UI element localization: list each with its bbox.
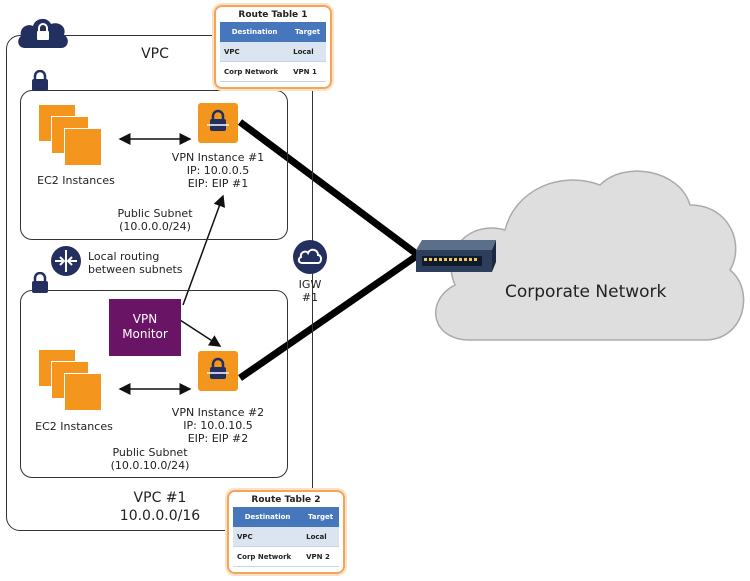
vpn-2-name: VPN Instance #2 bbox=[171, 406, 265, 419]
subnet-top-boundary bbox=[20, 90, 288, 240]
subnet-bottom-name: Public Subnet bbox=[112, 446, 188, 459]
rt1-row2-target: VPN 1 bbox=[289, 61, 326, 82]
rt2-row1-target: Local bbox=[302, 527, 339, 547]
vpn-1-eip: EIP: EIP #1 bbox=[187, 177, 249, 190]
ec2-stack-icon bbox=[38, 104, 108, 168]
vpc-cidr-line: 10.0.0.0/16 bbox=[119, 508, 201, 524]
rt2-row2-target: VPN 2 bbox=[302, 546, 339, 567]
route-table-2-title: Route Table 2 bbox=[251, 495, 321, 505]
vpc-title: VPC bbox=[141, 46, 169, 62]
routing-line2: between subnets bbox=[88, 263, 183, 276]
subnet-top-name: Public Subnet bbox=[117, 207, 193, 220]
subnet-top-label: Public Subnet (10.0.0.0/24) bbox=[95, 207, 215, 233]
table-row: Corp Network VPN 2 bbox=[233, 546, 339, 567]
route-table-2: Route Table 2 Destination Target VPC Loc… bbox=[227, 490, 345, 574]
routing-label: Local routing between subnets bbox=[88, 250, 198, 276]
rt2-header-destination: Destination bbox=[233, 507, 303, 527]
route-table-1-grid: Destination Target VPC Local Corp Networ… bbox=[220, 22, 326, 82]
vpn-1-name: VPN Instance #1 bbox=[171, 151, 265, 164]
routing-arrows-icon bbox=[51, 246, 81, 276]
ec2-stack-icon-bottom bbox=[38, 349, 108, 413]
route-table-1: Route Table 1 Destination Target VPC Loc… bbox=[214, 5, 332, 89]
igw-line1: IGW bbox=[298, 278, 322, 291]
rt1-row2-dest: Corp Network bbox=[220, 61, 290, 82]
monitor-line1: VPN bbox=[132, 312, 158, 326]
vpn-monitor-box: VPN Monitor bbox=[109, 299, 181, 356]
rt1-row1-dest: VPC bbox=[220, 42, 290, 62]
vpn-2-eip: EIP: EIP #2 bbox=[187, 432, 249, 445]
vpn-instance-icon bbox=[198, 103, 238, 143]
rt1-header-destination: Destination bbox=[220, 22, 290, 42]
vpc-boundary bbox=[6, 35, 313, 531]
corporate-cloud-shape bbox=[435, 170, 745, 341]
table-row: Corp Network VPN 1 bbox=[220, 61, 326, 82]
cloud-lock-icon bbox=[18, 18, 68, 48]
ec2-label-top: EC2 Instances bbox=[37, 174, 115, 187]
ec2-label-bottom: EC2 Instances bbox=[35, 420, 113, 433]
lock-icon-bottom bbox=[32, 272, 48, 293]
subnet-bottom-cidr: (10.0.10.0/24) bbox=[110, 459, 190, 472]
corporate-network-label: Corporate Network bbox=[505, 282, 667, 302]
subnet-bottom-label: Public Subnet (10.0.10.0/24) bbox=[90, 446, 210, 472]
route-table-1-title: Route Table 1 bbox=[238, 10, 308, 20]
igw-label: IGW #1 bbox=[290, 278, 330, 304]
rt2-header-target: Target bbox=[302, 507, 339, 527]
monitor-arrow-to-vpn1 bbox=[182, 194, 226, 306]
vpn-instance-1-label: VPN Instance #1 IP: 10.0.0.5 EIP: EIP #1 bbox=[158, 151, 278, 190]
monitor-arrow-to-vpn2 bbox=[179, 319, 222, 347]
vpn-1-ip: IP: 10.0.0.5 bbox=[186, 164, 250, 177]
router-icon bbox=[416, 240, 496, 272]
lock-icon bbox=[32, 70, 48, 91]
routing-line1: Local routing bbox=[88, 250, 160, 263]
rt1-header-target: Target bbox=[289, 22, 326, 42]
vpn-2-ip: IP: 10.0.10.5 bbox=[183, 419, 253, 432]
route-table-2-grid: Destination Target VPC Local Corp Networ… bbox=[233, 507, 339, 567]
subnet-bottom-boundary bbox=[20, 290, 288, 478]
rt2-row1-dest: VPC bbox=[233, 527, 303, 547]
vpn-tunnel-1 bbox=[237, 119, 421, 258]
table-row: VPC Local bbox=[233, 527, 339, 547]
subnet-top-cidr: (10.0.0.0/24) bbox=[119, 220, 191, 233]
rt1-row1-target: Local bbox=[289, 42, 326, 62]
monitor-line2: Monitor bbox=[122, 327, 168, 341]
igw-line2: #1 bbox=[301, 291, 319, 304]
vpc-name-line: VPC #1 bbox=[133, 490, 187, 506]
table-row: VPC Local bbox=[220, 42, 326, 62]
igw-cloud-icon bbox=[293, 240, 327, 274]
vpn-instance-2-label: VPN Instance #2 IP: 10.0.10.5 EIP: EIP #… bbox=[158, 406, 278, 445]
rt2-row2-dest: Corp Network bbox=[233, 546, 303, 567]
vpn-tunnel-2 bbox=[238, 252, 420, 381]
vpc-name-label: VPC #1 10.0.0.0/16 bbox=[95, 489, 225, 525]
vpn-instance-icon-2 bbox=[198, 351, 238, 391]
